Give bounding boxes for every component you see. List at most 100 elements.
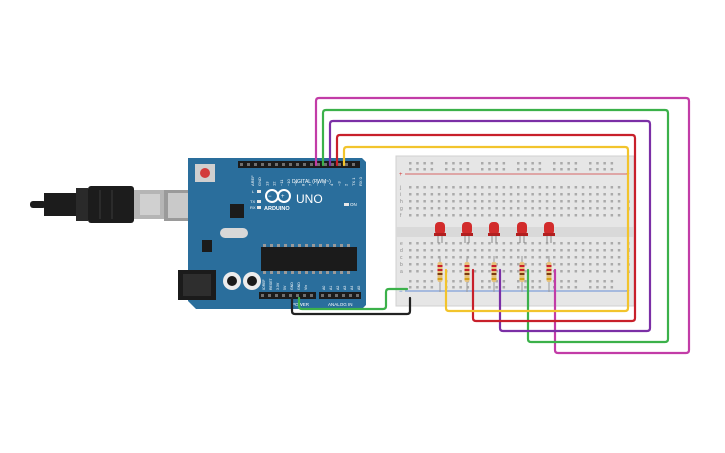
terminal-hole[interactable] (509, 200, 513, 203)
rail-hole[interactable] (423, 280, 426, 283)
rail-hole[interactable] (452, 280, 455, 283)
terminal-hole[interactable] (481, 256, 484, 259)
terminal-hole[interactable] (502, 200, 506, 203)
rail-hole[interactable] (517, 168, 520, 171)
terminal-hole[interactable] (416, 256, 419, 259)
terminal-hole[interactable] (466, 214, 470, 217)
terminal-hole[interactable] (430, 270, 434, 273)
terminal-hole[interactable] (502, 256, 506, 259)
terminal-hole[interactable] (430, 200, 434, 203)
terminal-hole[interactable] (488, 263, 491, 266)
terminal-hole[interactable] (560, 193, 563, 196)
terminal-hole[interactable] (538, 214, 542, 217)
terminal-hole[interactable] (560, 263, 563, 266)
rail-hole[interactable] (589, 168, 592, 171)
terminal-hole[interactable] (502, 214, 506, 217)
terminal-hole[interactable] (596, 200, 599, 203)
terminal-hole[interactable] (603, 256, 606, 259)
rail-hole[interactable] (603, 280, 606, 283)
terminal-hole[interactable] (488, 207, 491, 210)
terminal-hole[interactable] (567, 200, 570, 203)
terminal-hole[interactable] (416, 242, 419, 245)
terminal-hole[interactable] (560, 207, 563, 210)
terminal-hole[interactable] (603, 249, 606, 252)
terminal-hole[interactable] (553, 263, 556, 266)
terminal-hole[interactable] (567, 263, 570, 266)
rail-hole[interactable] (423, 162, 426, 165)
rail-hole[interactable] (409, 286, 412, 289)
rail-hole[interactable] (524, 280, 527, 283)
terminal-hole[interactable] (452, 242, 455, 245)
terminal-hole[interactable] (596, 186, 599, 189)
header-pin[interactable] (335, 294, 338, 297)
red-led[interactable] (434, 222, 446, 243)
rail-hole[interactable] (430, 286, 434, 289)
terminal-hole[interactable] (459, 186, 462, 189)
header-pin[interactable] (282, 294, 285, 297)
terminal-hole[interactable] (596, 207, 599, 210)
terminal-hole[interactable] (423, 249, 426, 252)
terminal-hole[interactable] (502, 249, 506, 252)
rail-hole[interactable] (452, 162, 455, 165)
terminal-hole[interactable] (531, 242, 534, 245)
header-pin[interactable] (303, 163, 306, 166)
rail-hole[interactable] (481, 286, 484, 289)
rail-hole[interactable] (574, 286, 578, 289)
terminal-hole[interactable] (488, 270, 491, 273)
terminal-hole[interactable] (545, 200, 549, 203)
terminal-hole[interactable] (466, 200, 470, 203)
terminal-hole[interactable] (481, 207, 484, 210)
terminal-hole[interactable] (409, 270, 412, 273)
terminal-hole[interactable] (589, 214, 592, 217)
terminal-hole[interactable] (488, 242, 491, 245)
terminal-hole[interactable] (430, 242, 434, 245)
rail-hole[interactable] (524, 162, 527, 165)
rail-hole[interactable] (538, 168, 542, 171)
red-led[interactable] (543, 222, 555, 243)
red-led[interactable] (516, 222, 528, 243)
terminal-hole[interactable] (574, 270, 578, 273)
terminal-hole[interactable] (445, 186, 448, 189)
terminal-hole[interactable] (574, 207, 578, 210)
terminal-hole[interactable] (445, 207, 448, 210)
terminal-hole[interactable] (574, 186, 578, 189)
header-pin[interactable] (310, 294, 313, 297)
rail-hole[interactable] (553, 168, 556, 171)
terminal-hole[interactable] (466, 193, 470, 196)
terminal-hole[interactable] (610, 249, 614, 252)
terminal-hole[interactable] (574, 263, 578, 266)
terminal-hole[interactable] (466, 186, 470, 189)
terminal-hole[interactable] (574, 242, 578, 245)
resistor[interactable] (519, 256, 525, 292)
terminal-hole[interactable] (409, 256, 412, 259)
terminal-hole[interactable] (416, 200, 419, 203)
terminal-hole[interactable] (509, 186, 513, 189)
rail-hole[interactable] (466, 162, 470, 165)
terminal-hole[interactable] (473, 249, 477, 252)
terminal-hole[interactable] (581, 249, 585, 252)
terminal-hole[interactable] (610, 186, 614, 189)
terminal-hole[interactable] (430, 263, 434, 266)
terminal-hole[interactable] (459, 200, 462, 203)
terminal-hole[interactable] (553, 200, 556, 203)
terminal-hole[interactable] (524, 263, 527, 266)
terminal-hole[interactable] (538, 193, 542, 196)
terminal-hole[interactable] (437, 193, 441, 196)
resistor[interactable] (546, 256, 552, 292)
terminal-hole[interactable] (560, 270, 563, 273)
terminal-hole[interactable] (617, 214, 621, 217)
terminal-hole[interactable] (509, 207, 513, 210)
terminal-hole[interactable] (409, 249, 412, 252)
rail-hole[interactable] (445, 162, 448, 165)
terminal-hole[interactable] (567, 249, 570, 252)
wire-yellow[interactable] (342, 145, 630, 313)
terminal-hole[interactable] (495, 214, 498, 217)
terminal-hole[interactable] (517, 263, 520, 266)
terminal-hole[interactable] (538, 263, 542, 266)
terminal-hole[interactable] (423, 200, 426, 203)
terminal-hole[interactable] (445, 200, 448, 203)
terminal-hole[interactable] (617, 200, 621, 203)
rail-hole[interactable] (538, 162, 542, 165)
terminal-hole[interactable] (452, 263, 455, 266)
terminal-hole[interactable] (610, 193, 614, 196)
